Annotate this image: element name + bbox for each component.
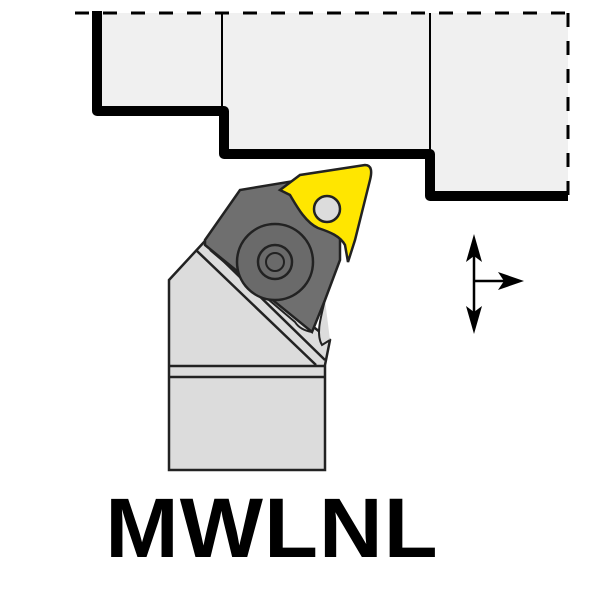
hex-socket-icon (265, 252, 285, 272)
insert (277, 163, 373, 263)
workpiece (75, 11, 570, 201)
tool-designation-label: MWLNL (105, 481, 439, 575)
insert-hole-icon (312, 194, 342, 224)
holder-shank (167, 239, 332, 472)
feed-direction-arrows-icon (466, 234, 524, 334)
